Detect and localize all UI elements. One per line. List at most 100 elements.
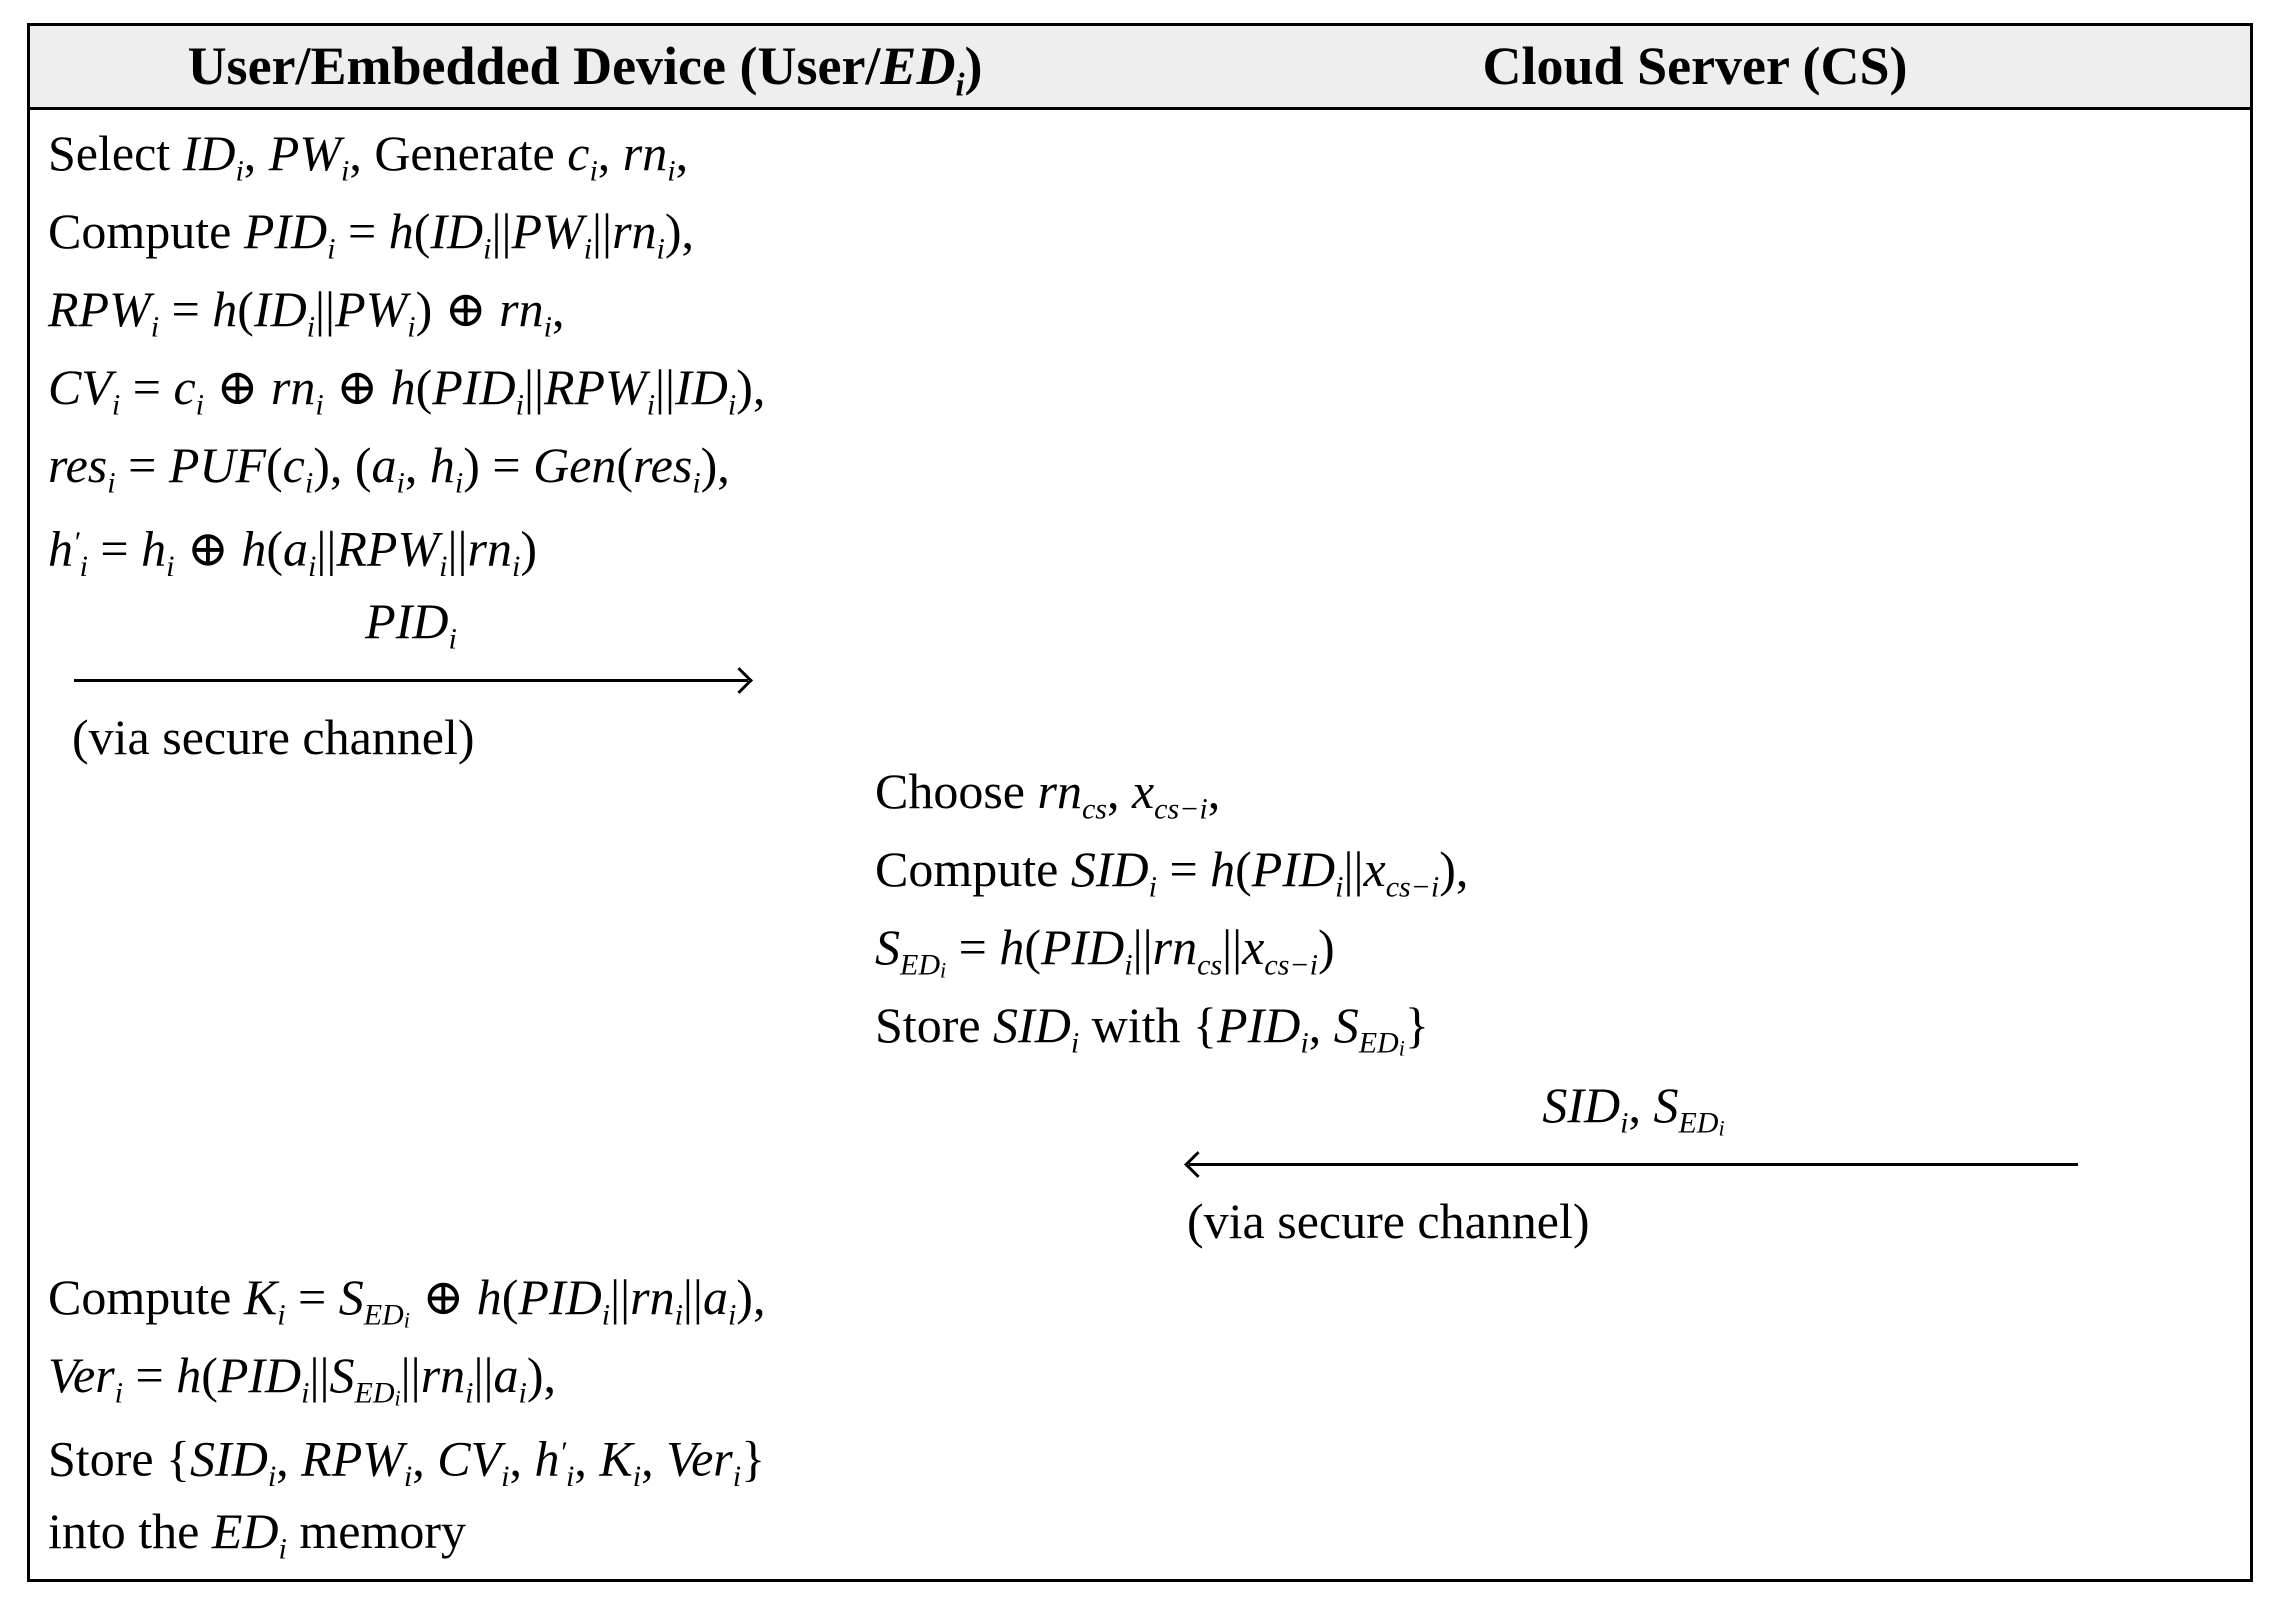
math-segment: || xyxy=(316,520,337,577)
math-segment: i xyxy=(1124,948,1133,982)
formula-line: resi = PUF(ci), (ai, hi) = Gen(resi), xyxy=(48,426,765,504)
math-segment: ID xyxy=(430,203,484,259)
formula-line: Store {SIDi, RPWi, CVi, h′i, Ki, Veri} xyxy=(48,1414,765,1494)
math-segment: , xyxy=(404,437,430,493)
math-segment: Compute xyxy=(48,1269,244,1325)
math-segment: ED xyxy=(900,948,940,982)
math-segment: RPW xyxy=(336,520,440,577)
math-segment: ), xyxy=(736,359,766,415)
math-segment: i xyxy=(150,310,160,344)
math-segment: a xyxy=(283,520,309,577)
math-segment: cs−i xyxy=(1385,870,1440,904)
math-segment: c xyxy=(282,437,305,493)
math-segment: ), xyxy=(736,1269,766,1325)
math-segment: || xyxy=(1343,841,1364,897)
math-segment: ) xyxy=(520,520,537,577)
formula-line: Store SIDi with {PIDi, SEDi} xyxy=(875,986,1468,1064)
math-segment: ) xyxy=(964,36,983,96)
math-segment: h xyxy=(429,437,455,493)
table-header-row: User/Embedded Device (User/EDi) Cloud Se… xyxy=(30,26,2250,110)
math-segment: cs−i xyxy=(1154,792,1208,826)
formula-line: h′i = hi ⊕ h(ai||RPWi||rni) xyxy=(48,504,765,584)
math-segment: || xyxy=(682,1269,703,1325)
math-segment: i xyxy=(1398,1035,1405,1061)
math-segment: ( xyxy=(266,520,284,577)
math-segment: rn xyxy=(612,203,657,259)
math-segment: i xyxy=(1300,1026,1309,1060)
math-segment: i xyxy=(566,1460,575,1493)
math-segment: = xyxy=(159,281,213,337)
math-segment: h xyxy=(476,1269,502,1325)
arrow-head xyxy=(726,667,753,694)
formula-line: Compute PIDi = h(IDi||PWi||rni), xyxy=(48,192,765,270)
math-segment: i xyxy=(515,388,524,422)
math-segment: ED xyxy=(354,1376,395,1410)
math-segment: i xyxy=(543,310,552,344)
math-segment: S xyxy=(329,1347,355,1403)
math-segment: i xyxy=(79,550,88,583)
math-segment: i xyxy=(656,232,665,266)
math-segment: Gen xyxy=(533,437,617,493)
math-segment: ), xyxy=(1439,841,1469,897)
math-segment: || xyxy=(610,1269,631,1325)
math-segment: h xyxy=(176,1347,202,1403)
math-segment: h xyxy=(999,919,1025,975)
math-segment: || xyxy=(592,203,613,259)
math-segment: ( xyxy=(1235,841,1252,897)
math-segment: } xyxy=(1404,997,1429,1053)
math-segment: i xyxy=(394,1385,401,1411)
math-segment: = xyxy=(1156,841,1211,897)
arrow-head xyxy=(1184,1151,1211,1178)
math-segment: h xyxy=(1210,841,1236,897)
math-segment: , xyxy=(1106,763,1132,819)
math-segment: ), xyxy=(664,203,695,259)
math-segment: i xyxy=(439,550,448,583)
math-segment: cs xyxy=(1081,792,1107,826)
math-segment: i xyxy=(403,1460,413,1493)
math-segment: || xyxy=(1222,919,1243,975)
math-segment: i xyxy=(632,1460,642,1493)
math-segment: i xyxy=(267,1460,277,1493)
math-segment: i xyxy=(483,232,492,266)
math-segment: SID xyxy=(1070,841,1149,897)
math-segment: i xyxy=(111,388,121,422)
message-label: SIDi, SEDi xyxy=(1187,1066,2080,1144)
secure-channel-note: (via secure channel) xyxy=(1187,1193,1590,1249)
math-segment: i xyxy=(601,1298,611,1332)
math-segment: = xyxy=(120,359,174,415)
math-segment: i xyxy=(304,466,314,500)
formula-line: Choose rncs, xcs−i, xyxy=(875,752,1468,830)
math-segment: rn xyxy=(270,359,316,415)
message-pid-transfer: PIDi (via secure channel) xyxy=(72,582,753,776)
math-segment: PID xyxy=(432,359,516,415)
math-segment: i xyxy=(674,1298,683,1332)
math-segment: || xyxy=(473,1347,494,1403)
math-segment: ( xyxy=(237,281,254,337)
math-segment: rn xyxy=(630,1269,675,1325)
math-segment: ), ( xyxy=(313,437,372,493)
math-segment: ⊕ xyxy=(409,1269,477,1325)
math-segment: ), xyxy=(526,1347,557,1403)
math-segment: res xyxy=(633,437,693,493)
math-segment: Store xyxy=(875,997,994,1053)
math-segment: ( xyxy=(201,1347,218,1403)
math-segment: || xyxy=(315,281,336,337)
math-segment: i xyxy=(583,232,593,266)
math-segment: i xyxy=(589,154,598,188)
math-segment: i xyxy=(277,1298,286,1332)
math-segment: SID xyxy=(993,997,1071,1053)
math-segment: ) ⊕ xyxy=(415,281,500,337)
math-segment: memory xyxy=(286,1503,467,1559)
math-segment: PW xyxy=(335,281,408,337)
math-segment: x xyxy=(1363,841,1386,897)
math-segment: h xyxy=(48,520,73,577)
math-segment: , xyxy=(641,1430,667,1487)
math-segment: Ver xyxy=(48,1347,115,1403)
math-segment: ( xyxy=(616,437,634,493)
math-segment: || xyxy=(655,359,676,415)
math-segment: i xyxy=(403,1307,410,1333)
math-segment: i xyxy=(315,388,324,422)
math-segment: , xyxy=(551,281,565,337)
math-segment: ED xyxy=(1678,1106,1719,1140)
math-segment: with { xyxy=(1079,997,1218,1053)
